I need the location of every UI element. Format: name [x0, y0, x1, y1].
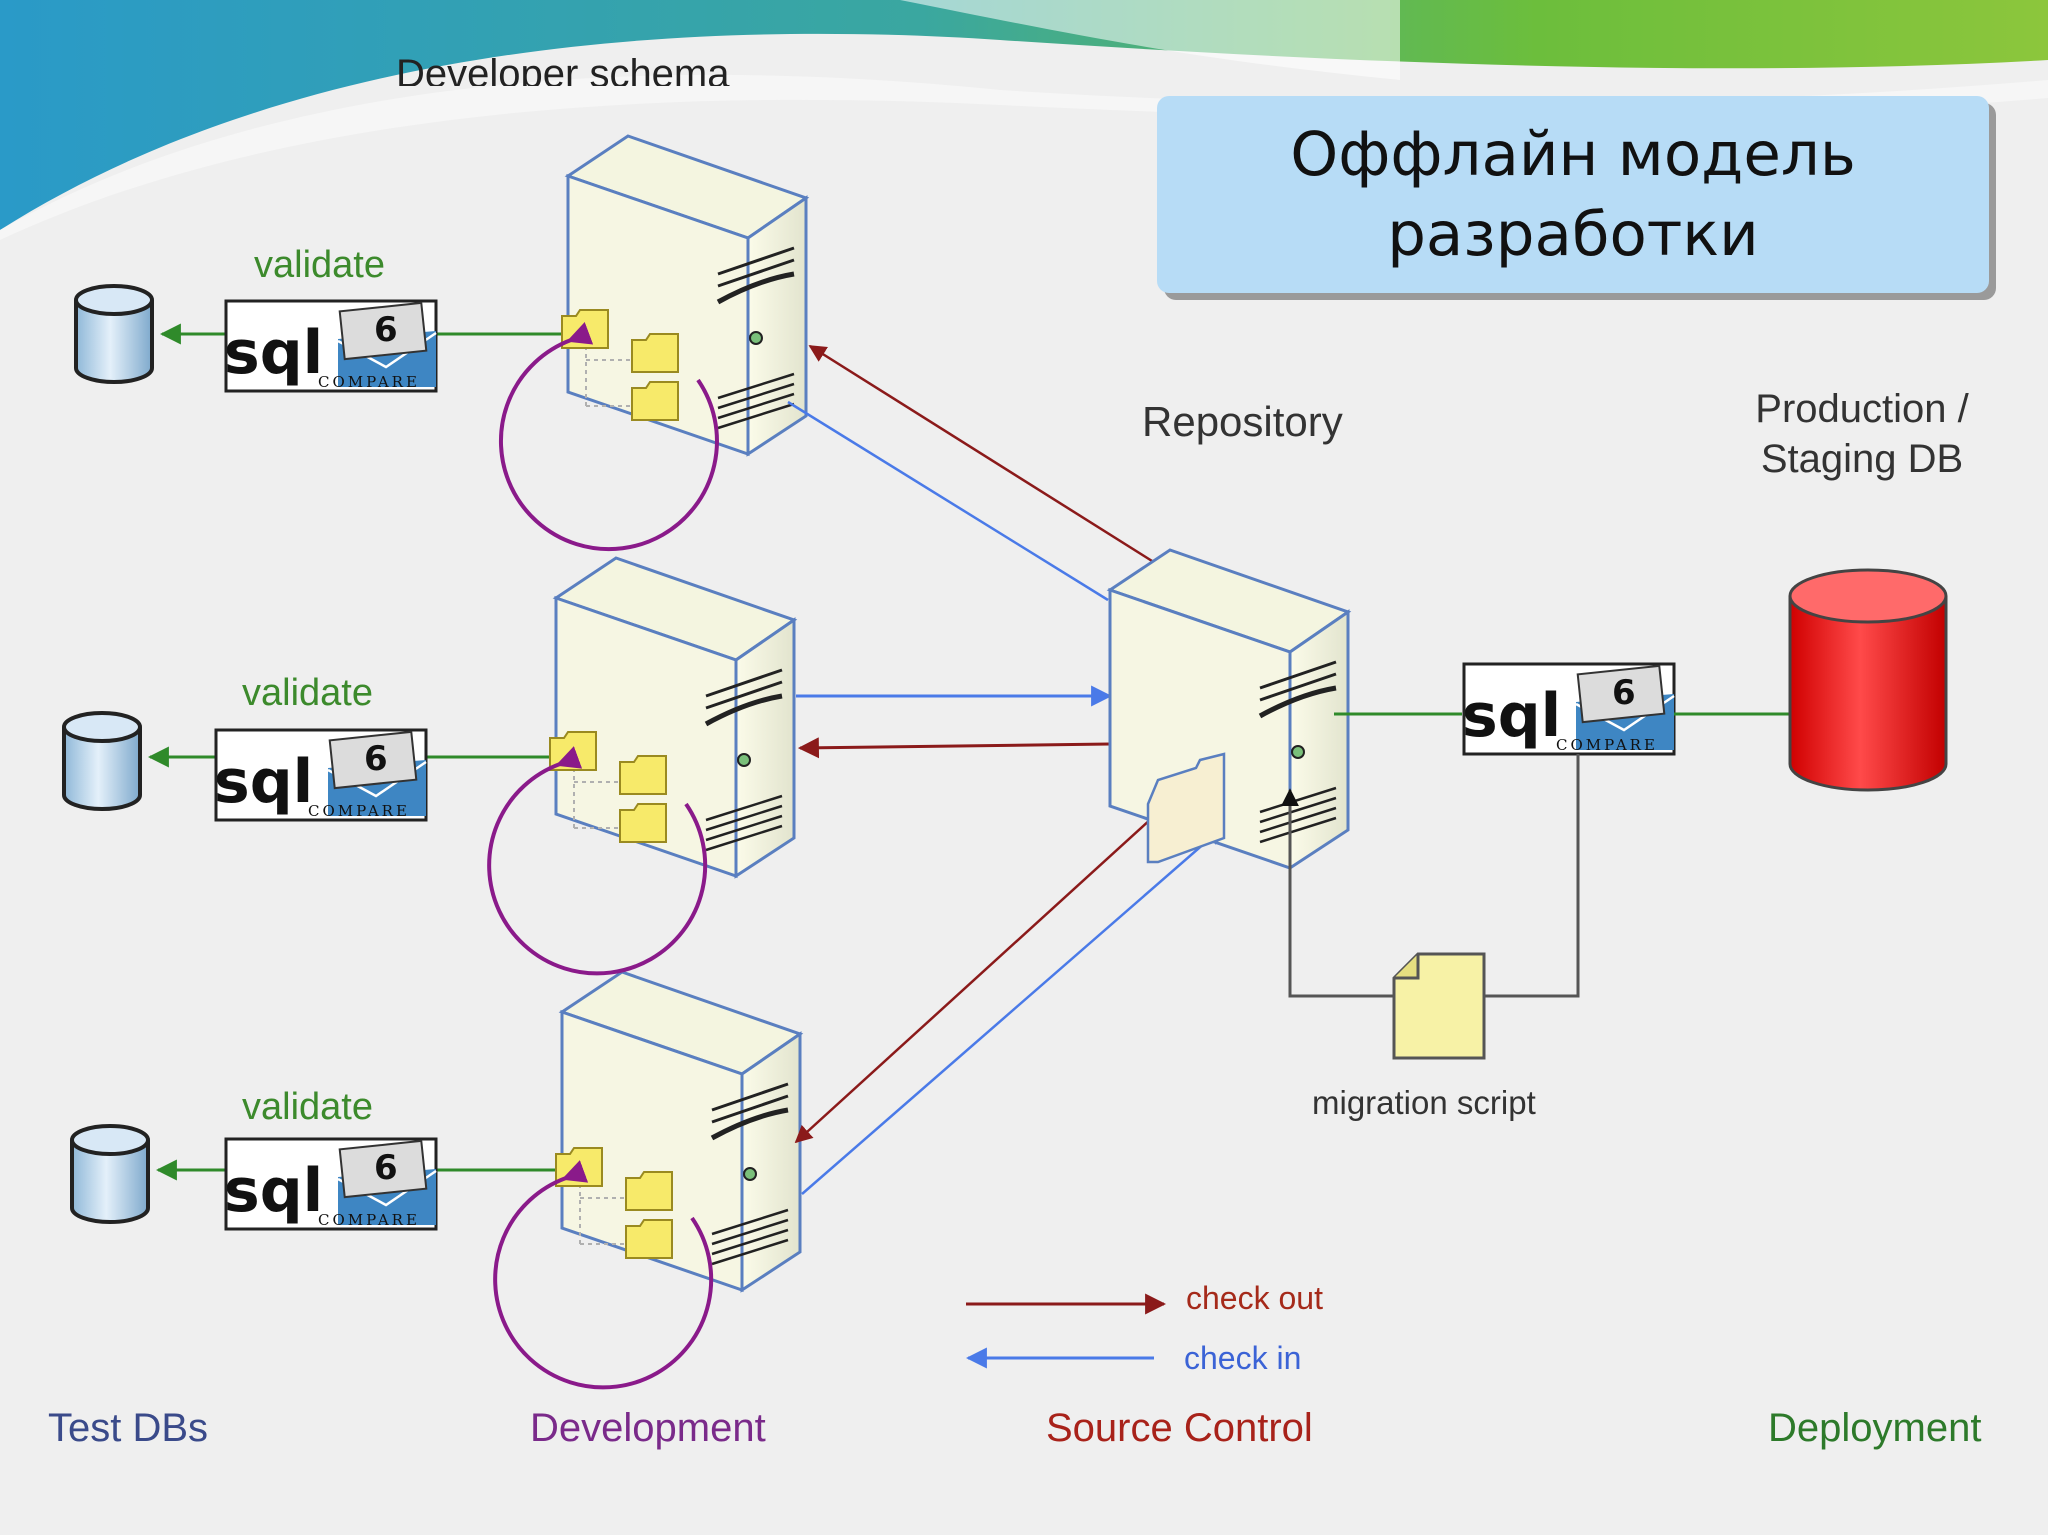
- check-out-arrow-3: [794, 817, 1153, 1144]
- sql-compare-logo-1: [222, 299, 438, 393]
- migration-line-right: [1484, 754, 1580, 998]
- validate-label-1: validate: [254, 244, 385, 286]
- category-development: Development: [530, 1406, 766, 1450]
- legend-check-in-label: check in: [1184, 1340, 1302, 1376]
- test-db-1: [74, 284, 154, 384]
- check-out-arrow-1: [808, 344, 1161, 568]
- sql-compare-logo-2: [212, 728, 428, 822]
- check-out-arrow-2: [797, 737, 1111, 759]
- category-test-dbs: Test DBs: [48, 1406, 209, 1450]
- title-line-2: разработки: [1387, 198, 1759, 270]
- dev-cycle-2: [487, 746, 708, 976]
- category-source-control: Source Control: [1046, 1406, 1313, 1450]
- legend-check-out-label: check out: [1186, 1280, 1323, 1316]
- migration-line-left: [1281, 788, 1394, 998]
- check-in-line-1: [787, 400, 1109, 602]
- dev-cycle-3: [493, 1160, 714, 1390]
- production-db-icon: [1788, 568, 1948, 792]
- test-db-2: [62, 711, 142, 811]
- validate-label-2: validate: [242, 672, 373, 714]
- repository-label: Repository: [1142, 398, 1343, 445]
- header-fragment: Developer schema: [396, 52, 730, 86]
- validate-label-3: validate: [242, 1086, 373, 1128]
- repository-server: [1110, 550, 1348, 868]
- production-label: Production / Staging DB: [1730, 384, 1994, 484]
- repository-folder-icon: [1146, 752, 1226, 864]
- dev-server-3: [562, 972, 800, 1290]
- migration-script-label: migration script: [1312, 1084, 1536, 1121]
- migration-script-icon: [1392, 952, 1486, 1060]
- test-db-3: [70, 1124, 150, 1224]
- sql-compare-logo-3: [222, 1137, 438, 1231]
- title-line-1: Оффлайн модель: [1290, 118, 1856, 190]
- slide-title: Оффлайн модель разработки: [1157, 96, 1989, 293]
- sql-compare-logo-deploy: [1460, 662, 1676, 756]
- dev-cycle-1: [498, 321, 719, 552]
- check-in-arrow-3: [801, 826, 1224, 1195]
- production-line-1: Production /: [1755, 387, 1969, 431]
- category-deployment: Deployment: [1768, 1406, 1982, 1450]
- production-line-2: Staging DB: [1760, 437, 1964, 481]
